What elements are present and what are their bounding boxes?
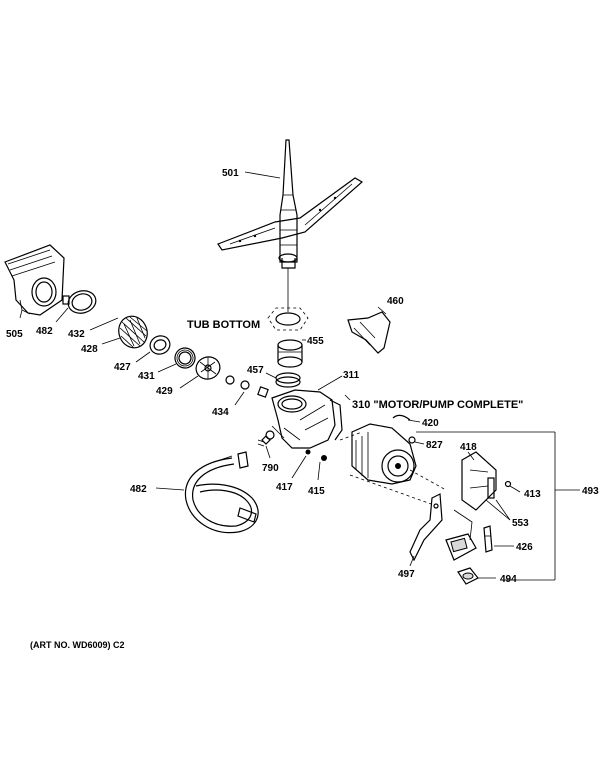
pin-426: [483, 525, 493, 553]
part-827: [408, 436, 416, 444]
nuts-434: [225, 375, 269, 398]
label-311: 311: [343, 370, 360, 381]
ring-457: [275, 372, 301, 388]
label-501: 501: [222, 168, 239, 179]
motor-310: [351, 423, 417, 485]
impeller-429: [195, 356, 221, 380]
label-429: 429: [156, 386, 173, 397]
spray-arm-501: [217, 139, 364, 269]
label-431: 431: [138, 371, 155, 382]
wire-420: [392, 414, 411, 421]
label-482-clamp: 482: [36, 326, 53, 337]
bracket-497: [409, 493, 477, 562]
label-790: 790: [262, 463, 279, 474]
clamp-482: [62, 290, 97, 314]
label-434: 434: [212, 407, 229, 418]
part-415: [321, 455, 327, 461]
part-494: [457, 567, 479, 585]
part-417: [305, 449, 311, 455]
label-417: 417: [276, 482, 293, 493]
cover-460: [347, 311, 391, 354]
label-426: 426: [516, 542, 533, 553]
group-bracket-493: [416, 431, 580, 581]
cylinder-455: [277, 339, 303, 368]
label-415: 415: [308, 486, 325, 497]
label-553: 553: [512, 518, 529, 529]
spring-790: [257, 435, 271, 447]
part-413: [504, 480, 512, 488]
label-494: 494: [500, 574, 517, 585]
label-427: 427: [114, 362, 131, 373]
label-827: 827: [426, 440, 443, 451]
label-413: 413: [524, 489, 541, 500]
label-455: 455: [307, 336, 324, 347]
label-460: 460: [387, 296, 404, 307]
art-number: (ART NO. WD6009) C2: [30, 640, 125, 650]
label-418: 418: [460, 442, 477, 453]
leader-501: [244, 171, 281, 179]
label-tub-bottom: TUB BOTTOM: [187, 319, 260, 331]
hose-482: [184, 451, 259, 534]
pump-housing-311: [265, 389, 343, 449]
housing-505: [4, 244, 65, 316]
switch-418: [453, 451, 497, 541]
label-482-hose: 482: [130, 484, 147, 495]
label-497: 497: [398, 569, 415, 580]
label-420: 420: [422, 418, 439, 429]
label-432: 432: [68, 329, 85, 340]
label-428: 428: [81, 344, 98, 355]
label-505: 505: [6, 329, 23, 340]
label-457: 457: [247, 365, 264, 376]
tub-gasket: [275, 312, 301, 326]
ring-431: [174, 347, 196, 369]
label-493: 493: [582, 486, 599, 497]
ring-427: [149, 335, 171, 355]
screen-428: [118, 315, 148, 349]
label-310: 310 "MOTOR/PUMP COMPLETE": [352, 399, 523, 411]
